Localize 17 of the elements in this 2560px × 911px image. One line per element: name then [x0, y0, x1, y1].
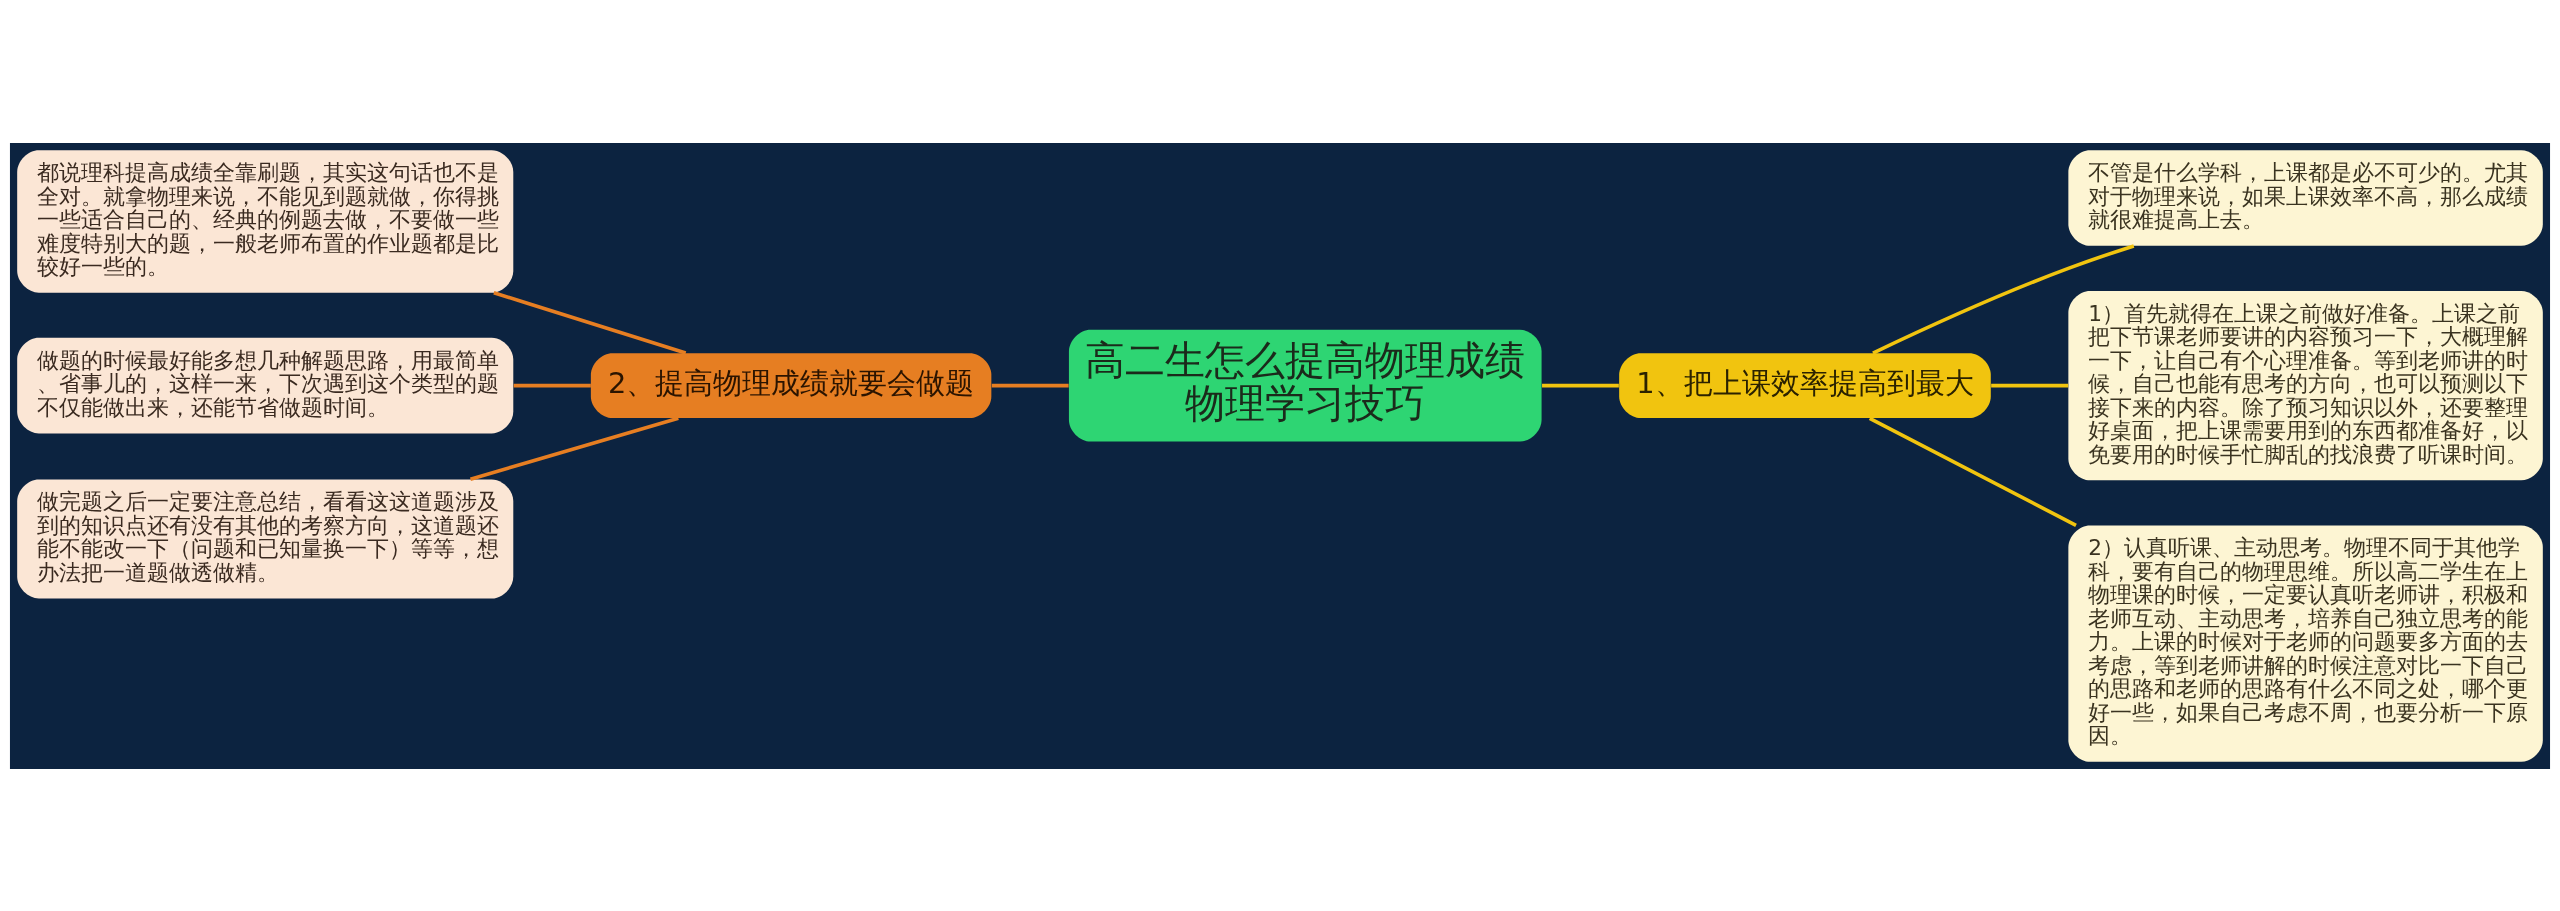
- connector: [991, 383, 1069, 387]
- connector: [469, 416, 679, 481]
- node-box: 1）首先就得在上课之前做好准备。上课之前把下节课老师要讲的内容预习一下，大概理解一下，让自己有个心理准备。等到老师讲的时候，自己也能有思考的方向，也可以预测以下接下来的内容。除了预习知识以外，还要整理好桌面，把上课需要用到的东西都准备好，以免要用的时候手忙脚乱的找浪费了听课时间。: [2068, 290, 2543, 480]
- connector: [493, 290, 687, 355]
- connector: [1868, 416, 2077, 527]
- node-box: 1、把上课效率提高到最大: [1619, 352, 1991, 418]
- node-box: 2）认真听课、主动思考。物理不同于其他学科，要有自己的物理思维。所以高二学生在上物理课的时候，一定要认真听老师讲，积极和老师互动、主动思考，培养自己独立思考的能力。上课的时候对于老师的问题要多方面的去考虑，等到老师讲解的时候注意对比一下自己的思路和老师的思路有什么不同之处，哪个更好一些，如果自己考虑不周，也要分析一下原因。: [2068, 524, 2543, 762]
- node-box: 做题的时候最好能多想几种解题思路，用最简单、省事儿的，这样一来，下次遇到这个类型的题不仅能做出来，还能节省做题时间。: [17, 337, 514, 433]
- connector: [1542, 383, 1619, 387]
- connector: [1872, 243, 2135, 355]
- node-box: 高二生怎么提高物理成绩物理学习技巧: [1068, 329, 1542, 442]
- node-box: 2、提高物理成绩就要会做题: [590, 352, 992, 418]
- connector: [513, 383, 591, 387]
- node-box: 都说理科提高成绩全靠刷题，其实这句话也不是全对。就拿物理来说，不能见到题就做，你得挑一些适合自己的、经典的例题去做，不要做一些难度特别大的题，一般老师布置的作业题都是比较好一些的。: [17, 149, 514, 293]
- connector: [1991, 383, 2069, 387]
- node-box: 不管是什么学科，上课都是必不可少的。尤其对于物理来说，如果上课效率不高，那么成绩就很难提高上去。: [2068, 149, 2543, 246]
- node-box: 做完题之后一定要注意总结，看看这这道题涉及到的知识点还有没有其他的考察方向，这道题还能不能改一下（问题和已知量换一下）等等，想办法把一道题做透做精。: [17, 478, 514, 598]
